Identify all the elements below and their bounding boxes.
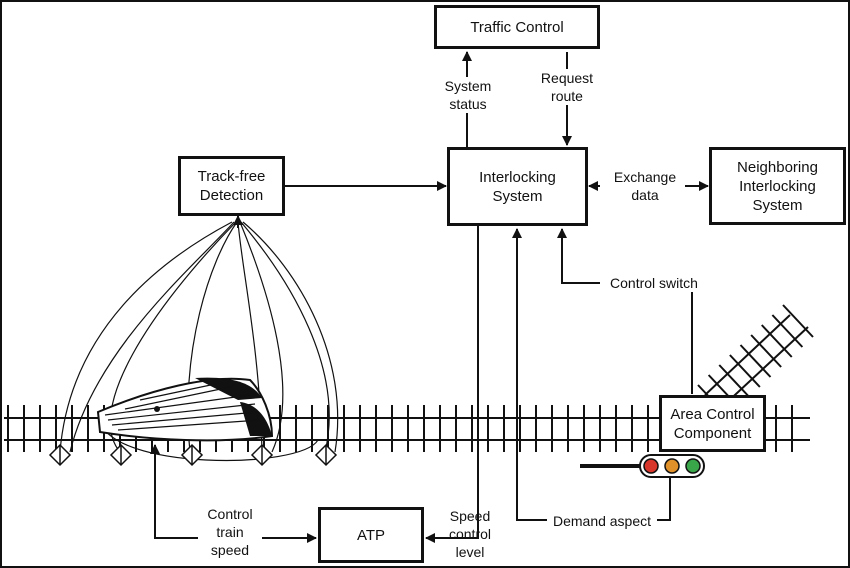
arrow-speed-control (425, 226, 479, 543)
branch-sleeper (782, 304, 814, 338)
demand-aspect-label: Demand aspect (547, 512, 657, 530)
request-route-label: Request route (534, 69, 600, 105)
area-control-component-box: Area Control Component (659, 395, 766, 452)
track-sensor (180, 443, 204, 467)
branch-sleeper (718, 364, 750, 398)
traffic-control-box: Traffic Control (434, 5, 600, 49)
interlocking-system-box: Interlocking System (447, 147, 588, 226)
branch-sleeper (771, 314, 804, 348)
detection-wiring (59, 221, 339, 462)
control-switch-label: Control switch (600, 274, 708, 292)
train-illustration (96, 377, 274, 442)
branch-track (697, 304, 814, 418)
track-sensors (48, 443, 338, 467)
track-sensor (48, 443, 72, 467)
neighboring-interlocking-box: Neighboring Interlocking System (709, 147, 846, 225)
speed-control-level-label: Speed control level (448, 508, 492, 560)
atp-box: ATP (318, 507, 424, 563)
control-train-speed-label: Control train speed (198, 505, 262, 559)
exchange-data-label: Exchange data (605, 168, 685, 204)
signal-light-green (685, 458, 701, 474)
branch-sleeper (750, 334, 782, 368)
signal-light-yellow (664, 458, 680, 474)
track-sensor (250, 443, 274, 467)
arrow-control-switch (557, 228, 693, 394)
signal-light-red (643, 458, 659, 474)
track-free-detection-box: Track-free Detection (178, 156, 285, 216)
signal (580, 454, 705, 478)
track-sensor (109, 443, 133, 467)
track-sensor (314, 443, 338, 467)
branch-sleeper (761, 324, 793, 358)
system-status-label: System status (438, 77, 498, 113)
branch-sleeper (729, 354, 761, 388)
branch-sleeper (739, 344, 772, 378)
